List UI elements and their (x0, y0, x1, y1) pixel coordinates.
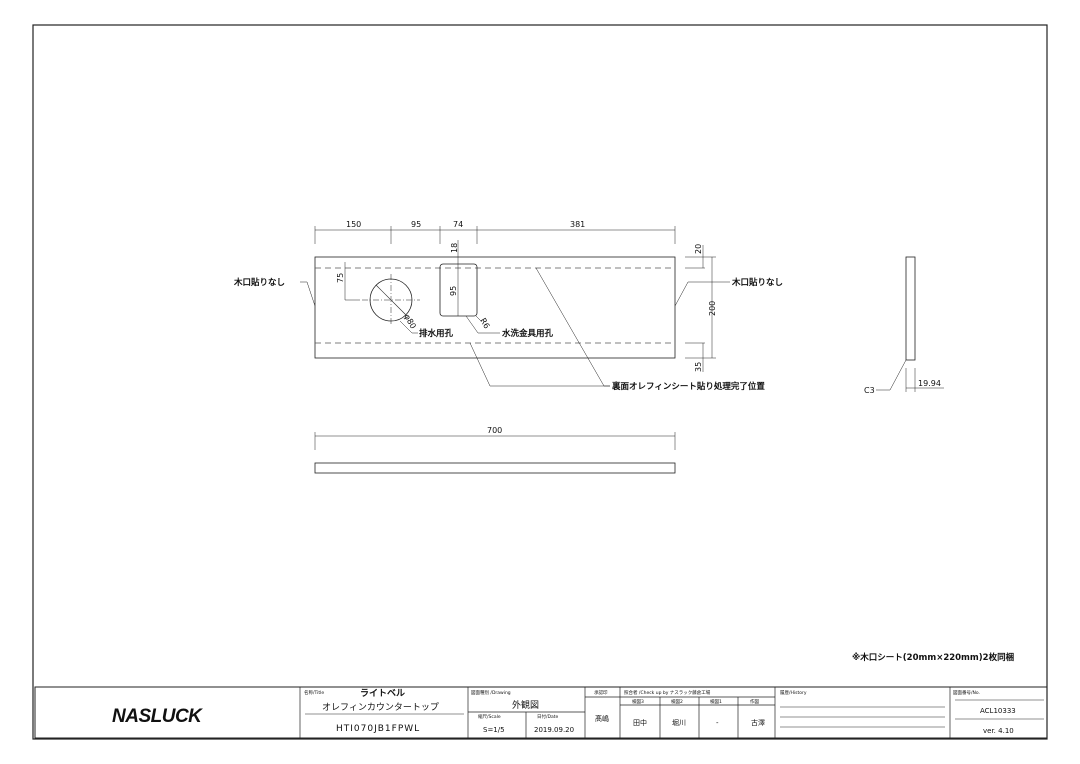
dim-95-hole: 95 (449, 286, 458, 296)
countertop-outline (314, 256, 676, 359)
scale-value: S=1/5 (483, 726, 505, 734)
side-view (876, 256, 944, 392)
scale-header: 縮尺/Scale (478, 713, 501, 720)
sheet-frame (32, 24, 1048, 740)
history-header: 履歴/History (780, 690, 807, 696)
front-profile (314, 462, 676, 474)
label-back-sheet: 裏面オレフィンシート貼り処理完了位置 (611, 381, 765, 392)
check-col-2: 検図2 (671, 698, 683, 705)
label-no-edge-right: 木口貼りなし (731, 277, 783, 288)
front-view (314, 432, 676, 474)
nasluck-logo: NASLUCK (112, 706, 203, 727)
check-col-1: 検図1 (710, 698, 722, 705)
dim-20: 20 (694, 244, 703, 254)
dim-150: 150 (346, 220, 361, 229)
plan-view (300, 226, 730, 387)
check-col-draw: 作図 (750, 698, 759, 705)
drawing-header: 図面種別 /Drawing (471, 689, 511, 696)
dim-18: 18 (450, 243, 459, 253)
drawing-type: 外観図 (512, 699, 539, 711)
check-col-3: 検図3 (632, 698, 644, 705)
dim-95: 95 (411, 220, 421, 229)
dim-74: 74 (453, 220, 463, 229)
date-header: 日付/Date (537, 713, 559, 720)
dim-r6: R6 (478, 317, 491, 331)
check-val-3: 田中 (633, 718, 647, 727)
faucet-hole (439, 263, 478, 317)
check-val-draw: 古澤 (751, 718, 765, 727)
product-code: HTI070JB1FPWL (336, 724, 420, 734)
dim-19-94: 19.94 (918, 379, 941, 388)
dim-381: 381 (570, 220, 585, 229)
chamfer-label: C3 (864, 386, 875, 395)
number-header: 図面番号/No. (953, 689, 980, 696)
dim-700: 700 (487, 426, 502, 435)
label-faucet-hole: 水洗金具用孔 (501, 328, 554, 339)
title-block (34, 686, 1048, 739)
check-val-1: - (716, 719, 719, 727)
dim-75: 75 (336, 273, 345, 283)
title-header: 名称/Title (304, 689, 324, 696)
label-drain-hole: 排水用孔 (419, 328, 454, 339)
side-profile (905, 256, 916, 361)
date-value: 2019.09.20 (534, 726, 574, 734)
dim-phi80: φ80 (402, 313, 418, 331)
check-header: 照合者 /Check up by ナスラック藤倉工場 (624, 689, 711, 696)
drawing-number: ACL10333 (980, 707, 1016, 715)
dim-200: 200 (708, 301, 717, 316)
check-val-2: 堀川 (672, 718, 686, 727)
title-line2: オレフィンカウンタートップ (322, 702, 439, 713)
approval-header: 承認印 (594, 689, 608, 696)
drawing-version: ver. 4.10 (983, 727, 1014, 735)
label-no-edge-left: 木口貼りなし (233, 277, 285, 288)
title-line1: ライトベル (360, 688, 405, 699)
dim-35: 35 (694, 362, 703, 372)
approval-value: 髙嶋 (595, 714, 609, 723)
note-edge-sheet: ※木口シート(20mm×220mm)2枚同梱 (852, 652, 1015, 663)
